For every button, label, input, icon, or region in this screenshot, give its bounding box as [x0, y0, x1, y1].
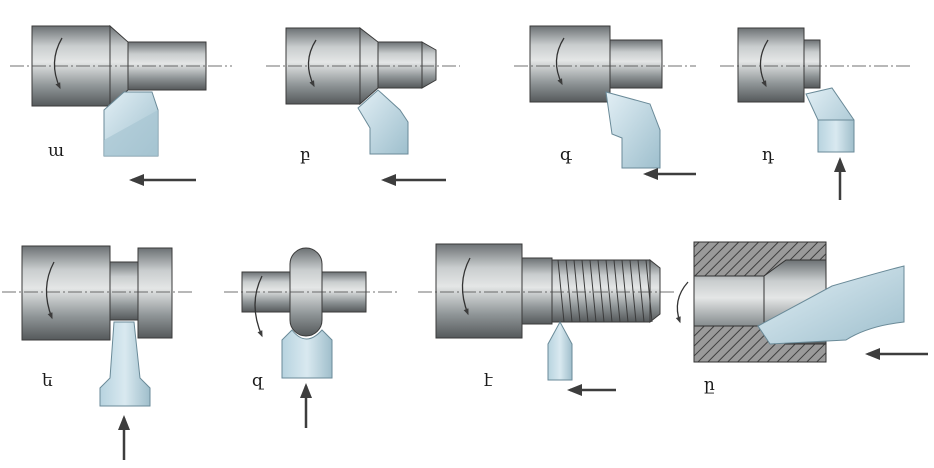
cutting-tool: [281, 329, 333, 379]
panel-label: գ: [560, 145, 572, 165]
rotation-arrow: [45, 261, 55, 320]
panel-d: դ: [720, 27, 910, 200]
panel-label: ը: [704, 375, 715, 395]
workpiece: [435, 243, 661, 339]
rotation-arrow: [759, 39, 769, 88]
boring-tool: [757, 265, 905, 345]
thread-lines: [557, 259, 653, 323]
panel-g: է: [418, 243, 676, 396]
panel-label: դ: [762, 145, 774, 165]
rotation-arrow: [307, 39, 317, 88]
rotation-arrow: [254, 275, 263, 338]
panel-label: ա: [48, 141, 64, 161]
cutting-tool: [605, 91, 661, 169]
rotation-arrow: [461, 257, 471, 316]
panel-label: զ: [252, 371, 264, 391]
rotation-arrow: [555, 37, 565, 86]
panel-label: բ: [300, 145, 311, 165]
cutting-tool: [547, 320, 573, 381]
panel-label: է: [484, 371, 493, 391]
workpiece: [529, 25, 663, 103]
panel-e: ե: [2, 245, 194, 460]
cutting-tool: [99, 321, 151, 407]
panel-b: բ: [266, 26, 460, 186]
workpiece: [737, 27, 821, 103]
panel-label: ե: [42, 371, 53, 391]
panel-c: գ: [514, 25, 696, 180]
panel-a: ա: [10, 24, 232, 186]
panel-h: ը: [675, 241, 928, 395]
rotation-arrow: [675, 281, 689, 324]
workpiece: [21, 245, 173, 341]
cutting-tool: [357, 89, 409, 155]
panel-f: զ: [224, 247, 400, 428]
rotation-arrow: [53, 37, 63, 90]
